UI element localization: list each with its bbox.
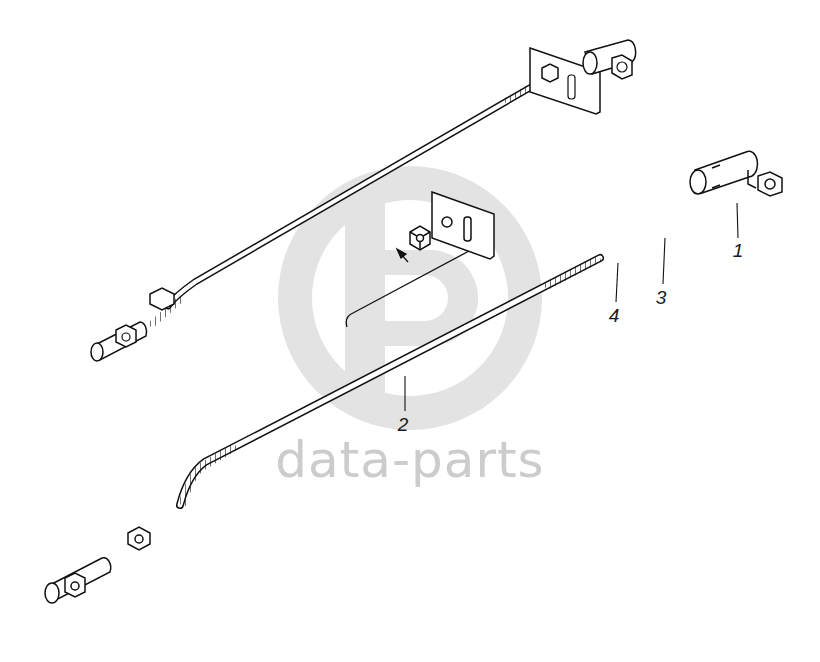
callout-number: 3 [656, 288, 667, 307]
leader-lines [405, 203, 738, 411]
rod-2 [180, 258, 600, 505]
callout-number: 2 [398, 415, 409, 434]
callout-number: 4 [609, 306, 620, 325]
lower-end-fitting [45, 527, 150, 603]
watermark-text: data-parts [275, 435, 544, 485]
direction-bracket [346, 242, 491, 327]
fitting-1 [690, 151, 782, 196]
watermark-logo [278, 166, 542, 430]
upper-rod-assembly [91, 40, 636, 361]
plate-3 [432, 192, 494, 259]
callout-number: 1 [733, 241, 744, 260]
nut-4 [410, 226, 430, 250]
